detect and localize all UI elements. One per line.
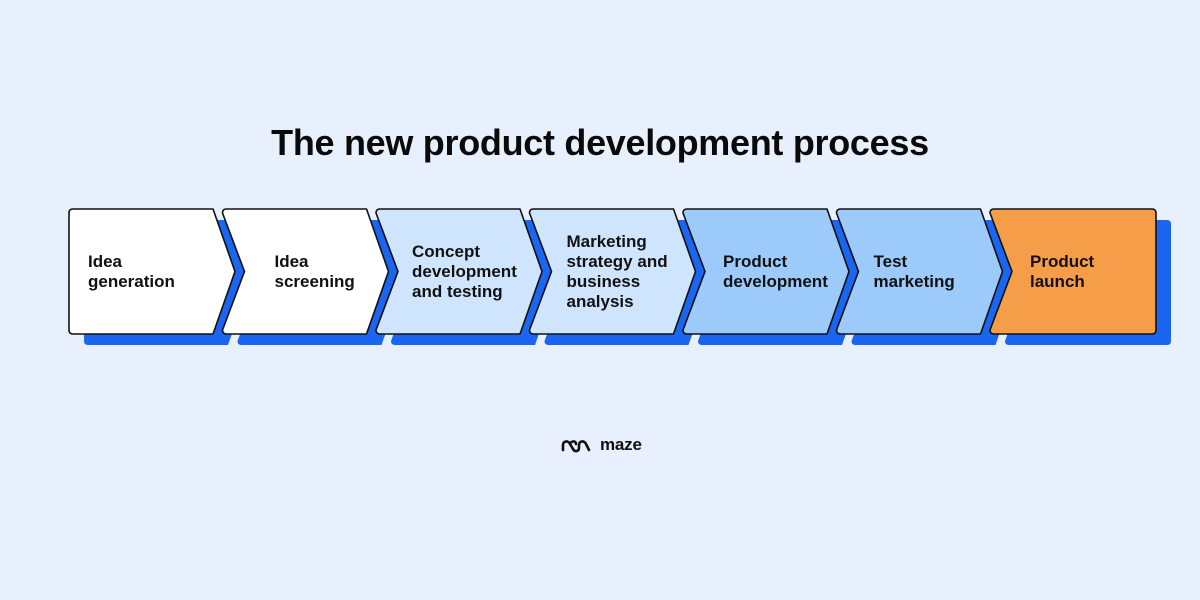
step-label: Idea generation	[88, 251, 175, 291]
step-chevron	[989, 208, 1157, 335]
brand-logo: maze	[560, 433, 642, 457]
step-label: Marketing strategy and business analysis	[566, 231, 668, 311]
step-chevron	[835, 208, 1004, 335]
maze-logo-icon	[561, 440, 591, 453]
page-title: The new product development process	[271, 122, 929, 163]
step-chevron	[682, 208, 850, 335]
step-label: Test marketing	[873, 251, 955, 291]
step-label: Idea screening	[274, 251, 355, 291]
step-chevron	[375, 208, 543, 335]
step-shapes	[68, 208, 1157, 335]
step-chevron	[221, 208, 390, 335]
logo-text: maze	[600, 435, 642, 454]
step-label: Concept development and testing	[412, 241, 517, 301]
step-label: Product development	[723, 251, 828, 291]
step-chevron	[68, 208, 236, 335]
step-label: Product launch	[1030, 251, 1095, 291]
step-chevron	[528, 208, 697, 335]
